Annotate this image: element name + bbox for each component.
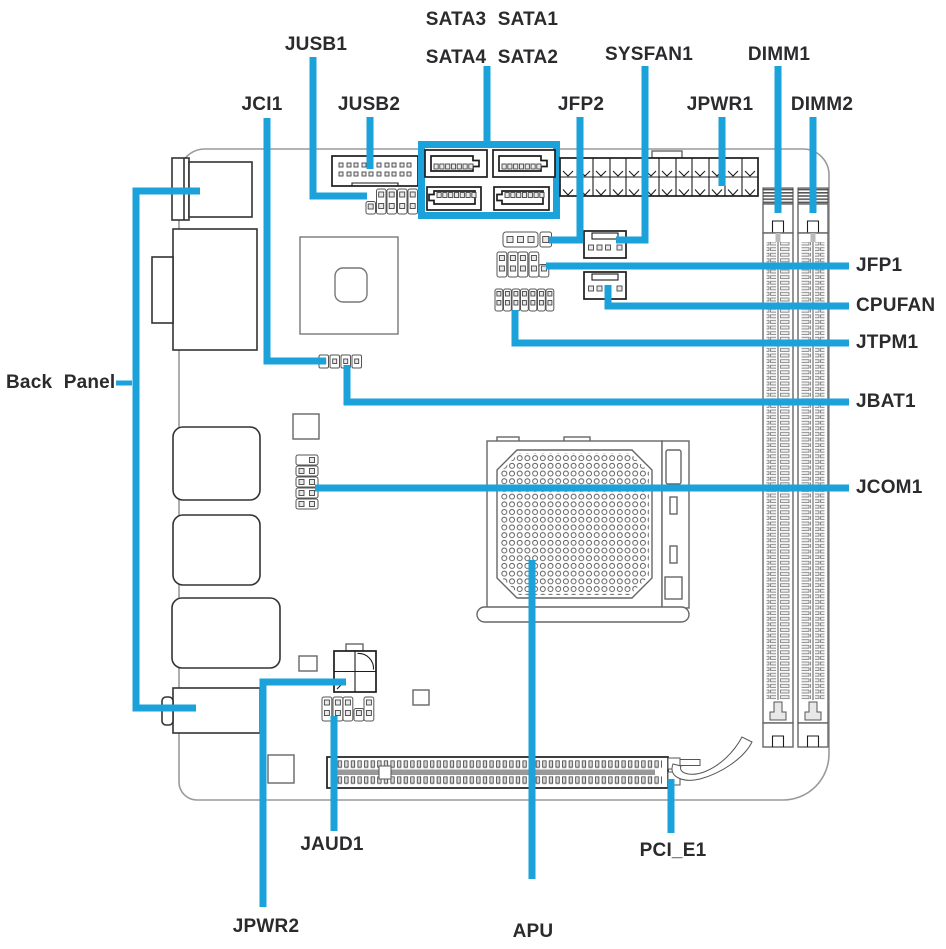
jusb1-header <box>365 188 418 215</box>
leader-jusb1 <box>309 57 367 200</box>
small-component-4 <box>412 689 430 706</box>
leader-jtpm1 <box>511 310 849 347</box>
leader-back-panel <box>132 187 200 712</box>
small-component-1 <box>292 413 320 440</box>
leader-sysfan1 <box>616 66 649 244</box>
jfp2-jumper <box>502 231 552 248</box>
apu-socket <box>476 436 690 623</box>
label-jtpm1: JTPM1 <box>856 332 919 353</box>
leader-cpufan <box>604 285 849 310</box>
leader-jfp2 <box>549 117 584 244</box>
label-jfp2: JFP2 <box>557 94 605 115</box>
dimm1-slot <box>762 187 794 748</box>
label-jaud1: JAUD1 <box>300 834 364 855</box>
sysfan1-header <box>583 230 627 259</box>
jusb2-connector <box>331 155 419 187</box>
jaud1-header <box>321 696 375 722</box>
leader-jci1 <box>263 118 326 365</box>
label-sysfan1: SYSFAN1 <box>605 44 693 65</box>
chipset <box>299 236 399 335</box>
label-jpwr2: JPWR2 <box>232 916 300 937</box>
jcom1-header <box>295 454 319 510</box>
label-jusb1: JUSB1 <box>284 34 348 55</box>
label-jcom1: JCOM1 <box>856 477 923 498</box>
label-dimm2: DIMM2 <box>790 94 854 115</box>
label-jpwr1: JPWR1 <box>686 94 754 115</box>
label-dimm1: DIMM1 <box>747 44 811 65</box>
label-jfp1: JFP1 <box>856 255 903 276</box>
leader-jpwr2 <box>259 678 346 907</box>
small-component-3 <box>267 754 295 784</box>
back-panel-connectors <box>151 157 281 734</box>
label-sata-row2: SATA4 SATA2 <box>425 47 559 68</box>
jtpm1-header <box>494 288 555 312</box>
label-jusb2: JUSB2 <box>337 94 401 115</box>
pcie-latch-arm <box>671 736 753 781</box>
small-component-2 <box>298 655 318 672</box>
label-apu: APU <box>512 921 554 942</box>
leader-lines <box>116 57 849 907</box>
jpwr1-connector <box>559 150 759 197</box>
leader-jbat1 <box>343 365 849 406</box>
label-pci-e1: PCI_E1 <box>639 840 707 861</box>
label-jci1: JCI1 <box>241 94 283 115</box>
label-cpufan: CPUFAN <box>856 295 936 316</box>
sata-connectors <box>418 141 560 219</box>
label-jbat1: JBAT1 <box>856 391 916 412</box>
dimm2-slot <box>797 187 829 748</box>
label-sata-row1: SATA3 SATA1 <box>425 9 559 30</box>
label-back-panel: Back Panel <box>6 372 116 393</box>
jfp1-header <box>496 251 550 278</box>
pcie-slot <box>326 736 753 789</box>
